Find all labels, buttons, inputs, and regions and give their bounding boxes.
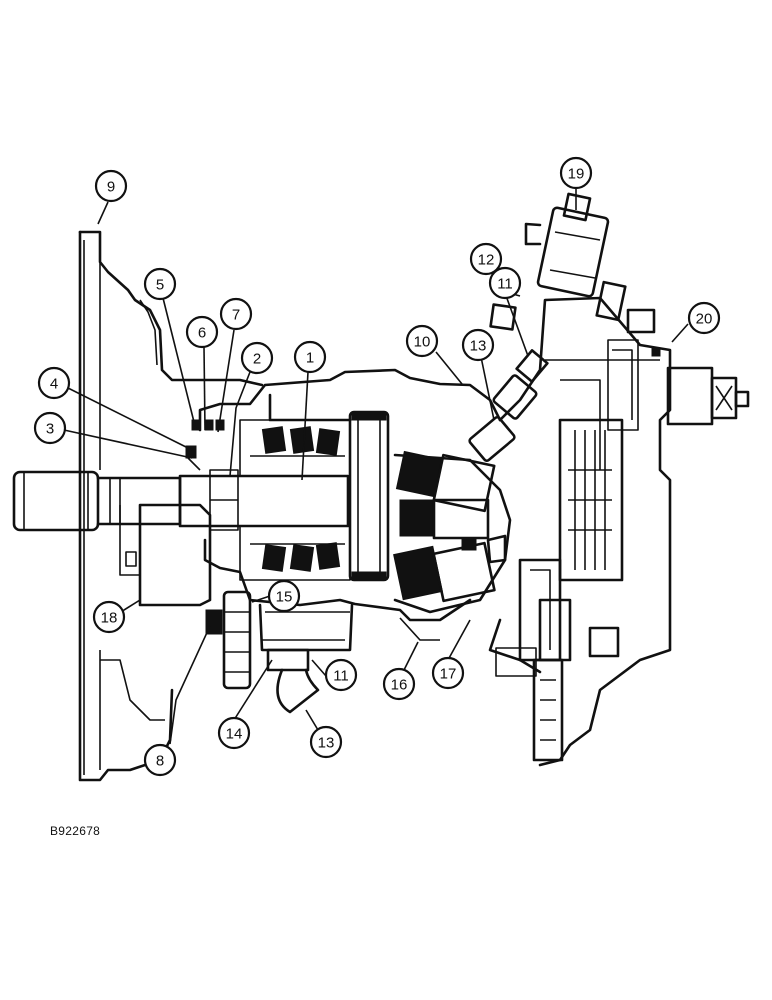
svg-text:17: 17 — [440, 666, 457, 683]
callout-11-upper: 11 — [488, 266, 522, 300]
solenoid-valve — [524, 192, 656, 334]
callout-15: 15 — [267, 579, 301, 613]
svg-text:14: 14 — [226, 726, 243, 743]
control-valve-block — [488, 296, 672, 767]
callout-9: 9 — [94, 169, 128, 203]
lower-hose-fitting — [205, 590, 440, 714]
callout-10: 10 — [405, 324, 439, 358]
input-coupling — [12, 470, 182, 532]
upper-hose-fitting — [468, 303, 549, 463]
svg-text:2: 2 — [253, 351, 261, 368]
figure-code: B922678 — [50, 824, 101, 838]
callout-18: 18 — [92, 600, 126, 634]
callout-5: 5 — [143, 267, 177, 301]
callout-17: 17 — [431, 656, 465, 690]
svg-text:15: 15 — [276, 589, 293, 606]
svg-text:12: 12 — [478, 252, 495, 269]
svg-text:11: 11 — [333, 668, 349, 685]
callout-13-upper: 13 — [461, 328, 495, 362]
svg-text:3: 3 — [46, 421, 54, 438]
callout-7: 7 — [219, 297, 253, 331]
callout-16: 16 — [382, 667, 416, 701]
callout-6: 6 — [185, 315, 219, 349]
callout-4: 4 — [37, 366, 71, 400]
svg-text:8: 8 — [156, 753, 164, 770]
svg-text:19: 19 — [568, 166, 585, 183]
drive-shaft — [178, 469, 350, 531]
svg-text:10: 10 — [414, 334, 431, 351]
leader-lines — [63, 188, 689, 745]
callout-11-lower: 11 — [324, 658, 358, 692]
callout-8: 8 — [143, 743, 177, 777]
svg-text:16: 16 — [391, 677, 408, 694]
svg-text:18: 18 — [101, 610, 118, 627]
svg-text:5: 5 — [156, 277, 164, 294]
callout-1: 1 — [293, 340, 327, 374]
svg-text:13: 13 — [318, 735, 335, 752]
cylinder-block — [393, 450, 512, 614]
callout-20: 20 — [687, 301, 721, 335]
callout-2: 2 — [240, 341, 274, 375]
charge-pump-body — [119, 503, 212, 607]
svg-text:11: 11 — [497, 276, 513, 293]
callout-19: 19 — [559, 156, 593, 190]
callout-13-lower: 13 — [309, 725, 343, 759]
svg-text:1: 1 — [306, 350, 314, 367]
swashplate — [348, 410, 390, 582]
svg-text:13: 13 — [470, 338, 487, 355]
svg-text:20: 20 — [696, 311, 713, 328]
svg-text:4: 4 — [50, 376, 58, 393]
svg-text:7: 7 — [232, 307, 240, 324]
callout-14: 14 — [217, 716, 251, 750]
side-port-fitting — [651, 347, 750, 426]
tapered-roller-bearings — [239, 419, 351, 581]
callout-3: 3 — [33, 411, 67, 445]
callout-12: 12 — [469, 242, 503, 276]
svg-text:6: 6 — [198, 325, 206, 342]
svg-text:9: 9 — [107, 179, 115, 196]
